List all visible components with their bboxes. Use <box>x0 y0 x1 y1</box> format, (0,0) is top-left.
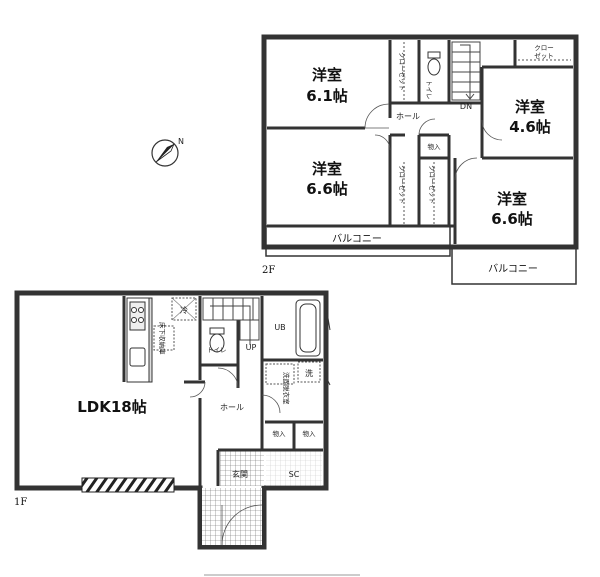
shoe-closet-label: SC <box>289 470 300 479</box>
ldk-label: LDK18帖 <box>77 398 147 416</box>
room-d-name: 洋室 <box>497 190 527 208</box>
room-a-size: 6.1帖 <box>306 87 348 105</box>
toilet-fixture-2f <box>427 51 441 76</box>
first-floor-interior-walls <box>122 296 323 486</box>
kitchen-counter <box>126 297 153 383</box>
first-floor: 冷 床下収納庫 トイレ <box>14 290 331 550</box>
fridge-label: 冷 <box>180 305 188 315</box>
window-marks-1f <box>14 290 331 460</box>
closet-top-line1: クロー <box>534 44 554 52</box>
balcony-right-outline <box>451 247 577 285</box>
vanity-outline <box>265 363 295 385</box>
balcony-right-label: バルコニー <box>488 263 538 275</box>
sc-floor-tile <box>266 450 322 486</box>
bath-label: UB <box>274 323 285 332</box>
hall-label-2f: ホール <box>396 112 420 121</box>
washroom-label: 洗面脱衣室 <box>282 372 291 405</box>
toilet-fixture-1f <box>209 327 225 353</box>
window-marks-2f <box>261 34 579 220</box>
balcony-left-label: バルコニー <box>332 233 382 245</box>
floor-label-2f: 2F <box>262 265 275 276</box>
entrance-floor-tile <box>220 450 264 486</box>
closet-label-1: クローゼット <box>398 52 407 91</box>
toilet-label-2f: トイレ <box>425 80 433 100</box>
room-b-name: 洋室 <box>515 98 545 116</box>
stairs-1f <box>202 297 260 345</box>
bathtub-fixture <box>295 299 321 357</box>
washer-label: 洗 <box>305 368 313 378</box>
fridge-cross-2 <box>171 297 197 321</box>
deck-hatch <box>81 477 175 493</box>
closet-label-3: クローゼット <box>428 165 437 204</box>
room-d-size: 6.6帖 <box>491 210 533 228</box>
storage-label-2f: 物入 <box>428 142 442 151</box>
room-c-size: 6.6帖 <box>306 180 348 198</box>
room-a-name: 洋室 <box>312 66 342 84</box>
underfloor-storage-box <box>153 325 175 351</box>
north-label: N <box>178 137 184 146</box>
entrance-porch-tile <box>202 488 262 545</box>
toilet-label-1f: トイレ <box>207 346 227 354</box>
room-b-size: 4.6帖 <box>509 118 551 136</box>
stairs-up-label: UP <box>246 343 257 352</box>
floor-label-1f: 1F <box>14 497 27 508</box>
storage-1-label: 物入 <box>273 429 287 438</box>
stairs-down-label: DN <box>460 102 472 111</box>
storage-2-label: 物入 <box>303 429 317 438</box>
door-arcs-1f <box>189 367 281 546</box>
second-floor-interior-walls <box>267 40 573 244</box>
door-arcs-2f <box>364 103 503 181</box>
closet-top-line2: ゼット <box>534 51 554 60</box>
entrance-label: 玄関 <box>232 469 248 479</box>
second-floor: 洋室 6.1帖 洋室 4.6帖 洋室 6.6帖 洋室 6.6帖 クローゼット ク… <box>261 34 579 285</box>
room-c-name: 洋室 <box>312 160 342 178</box>
underfloor-storage-label: 床下収納庫 <box>158 322 167 355</box>
washer-outline <box>297 361 321 383</box>
closet-dashed-lines <box>403 42 571 224</box>
north-arrow-icon: N <box>151 137 184 167</box>
closet-label-2: クローゼット <box>398 165 407 204</box>
stairs-2f <box>451 41 481 101</box>
hall-label-1f: ホール <box>220 403 244 412</box>
